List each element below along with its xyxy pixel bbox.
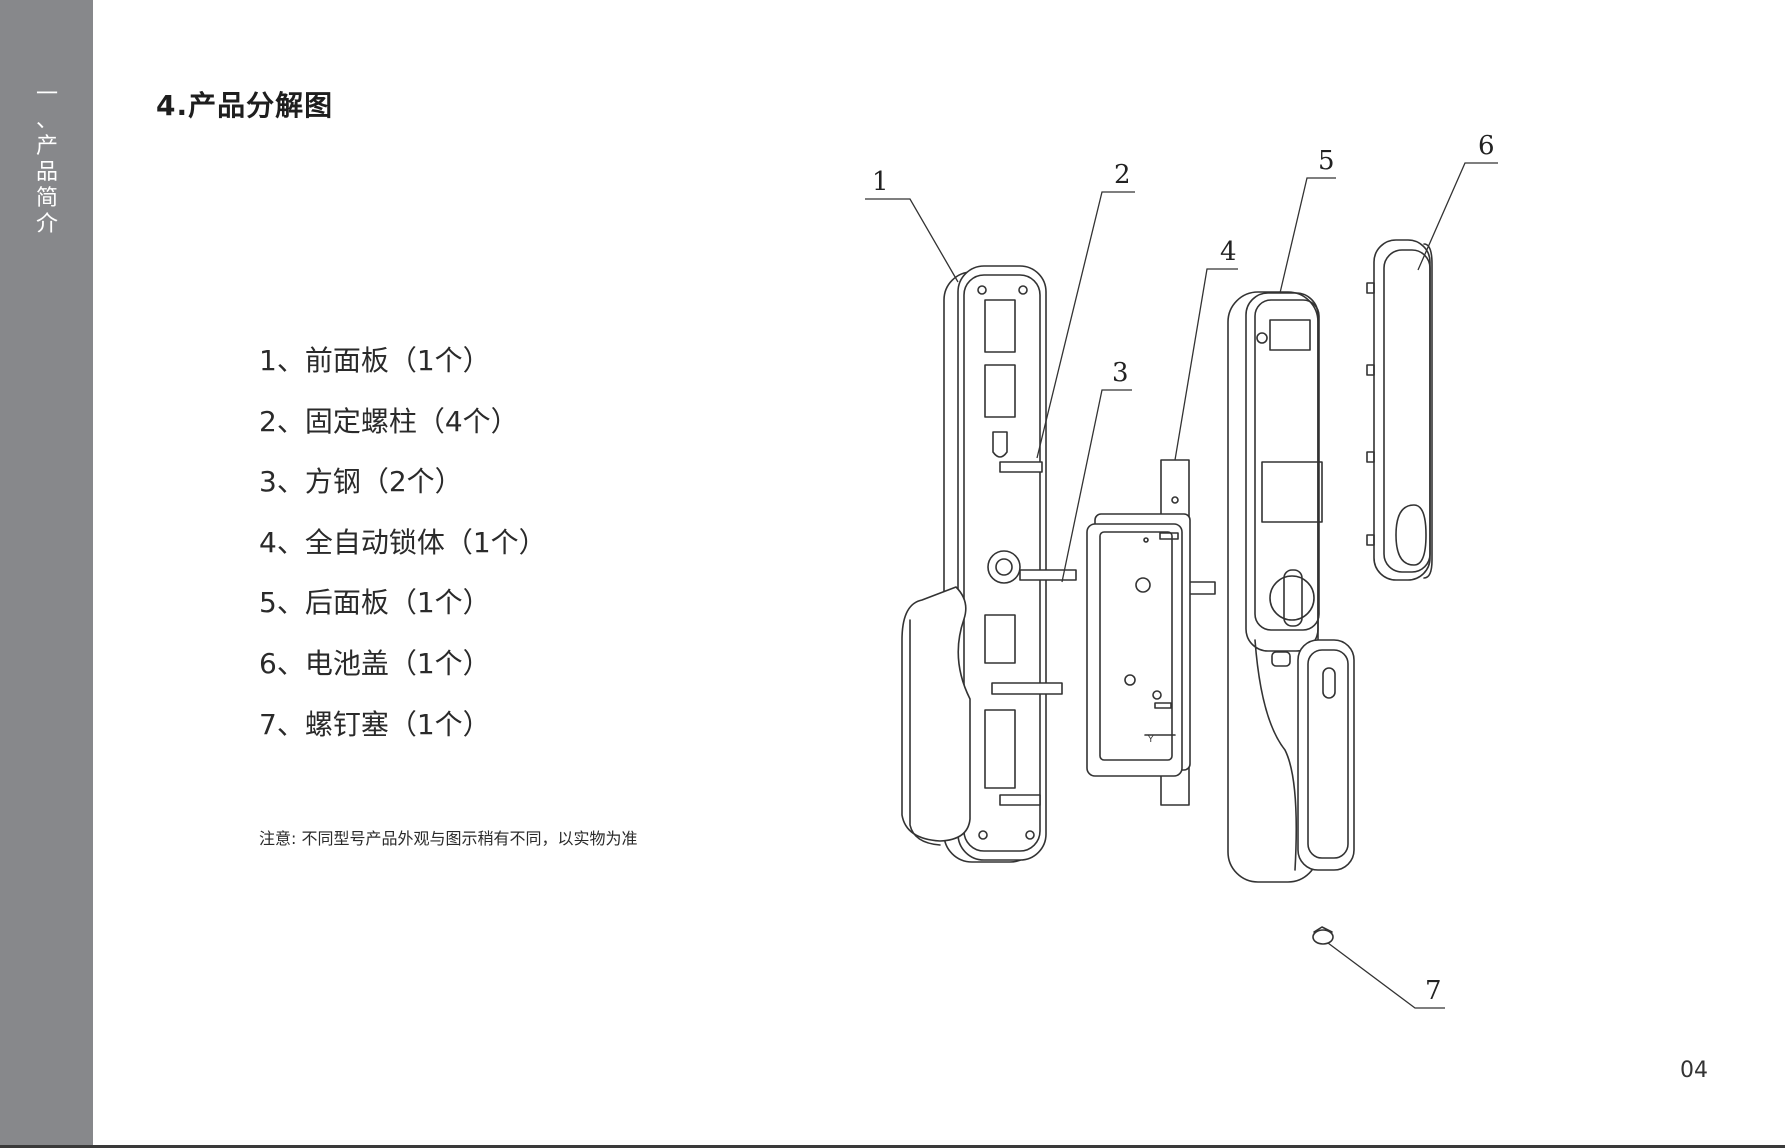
lock-body-label: Y — [1147, 735, 1154, 745]
lock-body-drawing — [1086, 459, 1191, 806]
part-item: 4、全自动锁体（1个） — [259, 525, 547, 559]
section-label: 一 、 产 品 简 介 — [36, 82, 58, 238]
section-label-char: 介 — [36, 212, 59, 237]
front-panel-drawing — [901, 265, 1077, 863]
callout-leaders — [865, 162, 1498, 1009]
part-item: 5、后面板（1个） — [259, 586, 491, 620]
page-number: 04 — [1680, 1058, 1708, 1083]
section-label-char: 一 — [36, 82, 59, 107]
callout-4: 4 — [1220, 237, 1237, 267]
part-item: 7、螺钉塞（1个） — [259, 707, 491, 741]
bottom-rule — [0, 1145, 1785, 1148]
callout-3: 3 — [1112, 358, 1129, 388]
screw-plug-drawing — [1312, 926, 1334, 945]
callout-1: 1 — [872, 167, 889, 197]
part-item: 2、固定螺柱（4个） — [259, 404, 519, 438]
back-panel-drawing — [1227, 291, 1355, 883]
callout-6: 6 — [1478, 131, 1495, 161]
part-item: 6、电池盖（1个） — [259, 646, 491, 680]
section-label-char: 简 — [36, 186, 59, 211]
battery-cover-drawing — [1366, 239, 1433, 581]
section-label-char: 、 — [36, 108, 59, 133]
section-sidebar: 一 、 产 品 简 介 — [0, 0, 93, 1148]
callout-5: 5 — [1318, 146, 1335, 176]
section-label-char: 产 — [36, 134, 59, 159]
callout-7: 7 — [1425, 976, 1442, 1006]
section-label-char: 品 — [36, 160, 59, 185]
parts-list: 1、前面板（1个） 2、固定螺柱（4个） 3、方钢（2个） 4、全自动锁体（1个… — [259, 340, 547, 764]
part-item: 1、前面板（1个） — [259, 344, 491, 377]
note-text: 注意: 不同型号产品外观与图示稍有不同，以实物为准 — [259, 829, 638, 848]
page-title: 4.产品分解图 — [156, 89, 334, 122]
callout-labels: 1 2 3 4 5 6 7 Y — [872, 131, 1495, 1006]
part-item: 3、方钢（2个） — [259, 465, 463, 499]
callout-2: 2 — [1114, 160, 1131, 190]
